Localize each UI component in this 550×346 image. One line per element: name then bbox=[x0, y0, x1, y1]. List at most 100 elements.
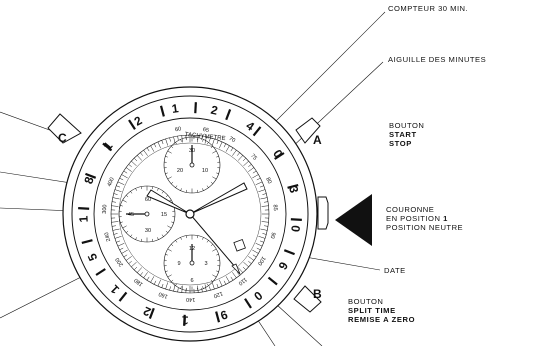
tachy-tick bbox=[125, 256, 132, 261]
bezel-marker bbox=[287, 183, 299, 189]
tachy-number: 65 bbox=[202, 127, 209, 134]
tachy-tick bbox=[212, 282, 215, 290]
subdial-tick bbox=[167, 225, 172, 229]
subdial-tick bbox=[167, 274, 172, 278]
subdial-bottom-9: 9 bbox=[177, 261, 180, 267]
subdial-left-60: 60 bbox=[145, 197, 151, 203]
subdial-tick bbox=[210, 181, 213, 184]
tachy-number: 200 bbox=[115, 256, 125, 267]
subdial-tick bbox=[171, 244, 174, 247]
tachy-tick bbox=[133, 157, 138, 162]
tachy-tick bbox=[209, 286, 211, 291]
bezel-marker bbox=[244, 298, 252, 309]
subdial-tick bbox=[171, 181, 174, 184]
tachy-tick bbox=[225, 276, 230, 283]
tachy-number: 400 bbox=[107, 177, 116, 188]
subdial-tick bbox=[157, 237, 159, 240]
tachy-tick bbox=[248, 164, 252, 167]
bezel-marker bbox=[148, 307, 155, 319]
watch-case bbox=[62, 86, 318, 342]
tachy-tick bbox=[140, 152, 143, 156]
subdial-tick bbox=[180, 188, 182, 191]
subdial-left-30: 30 bbox=[145, 228, 151, 234]
tachy-tick bbox=[237, 152, 240, 156]
subdial-tick bbox=[180, 286, 182, 289]
tachy-tick bbox=[114, 189, 122, 192]
tachy-tick bbox=[153, 143, 157, 148]
bezel-marker bbox=[78, 207, 90, 210]
bezel-marker bbox=[102, 142, 113, 152]
button-c bbox=[47, 113, 82, 144]
subdial-tick bbox=[135, 237, 137, 240]
tachy-tick bbox=[131, 261, 137, 268]
subdial-tick bbox=[140, 238, 142, 242]
tachy-tick bbox=[204, 136, 207, 144]
button-b-line1: BOUTON bbox=[348, 297, 384, 306]
subdial-tick bbox=[122, 199, 127, 203]
bezel-marker bbox=[81, 239, 93, 245]
subdial-tick bbox=[197, 235, 199, 239]
subdial-ticks bbox=[119, 137, 220, 291]
tachy-tick bbox=[150, 276, 155, 283]
tachy-tick bbox=[161, 283, 164, 288]
subdial-tick bbox=[126, 230, 129, 233]
subdial-top-10: 10 bbox=[202, 168, 208, 174]
tachy-tick bbox=[248, 167, 255, 172]
subdial-tick bbox=[210, 146, 213, 149]
subdial-tick bbox=[175, 240, 178, 243]
tachy-tick bbox=[242, 266, 247, 271]
counter-label: COMPTEUR 30 MIN. bbox=[388, 4, 469, 13]
tachy-number: 240 bbox=[104, 231, 112, 242]
center-pinion bbox=[185, 209, 195, 219]
tachy-tick bbox=[121, 174, 128, 179]
tachy-tick bbox=[123, 170, 128, 174]
bezel-marker bbox=[194, 102, 197, 114]
tachy-tick bbox=[153, 280, 157, 285]
tachy-number: 120 bbox=[213, 290, 224, 299]
subdial-tick bbox=[175, 142, 178, 145]
tachy-tick bbox=[197, 135, 199, 143]
subdial-top-20: 20 bbox=[177, 168, 183, 174]
subdial-tick bbox=[167, 150, 172, 154]
subdial-tick bbox=[135, 188, 137, 191]
subdial-tick bbox=[216, 156, 219, 158]
bezel-marker bbox=[283, 249, 295, 256]
tachy-tick bbox=[143, 272, 148, 279]
tachy-tick bbox=[157, 279, 161, 287]
tachy-tick bbox=[255, 243, 263, 247]
subdial-tick bbox=[165, 254, 168, 256]
bezel-marker bbox=[183, 314, 186, 326]
tachy-ticks bbox=[111, 135, 269, 293]
subdial-tick bbox=[197, 137, 199, 141]
subdial-tick bbox=[185, 137, 187, 141]
subdial-tick bbox=[152, 186, 154, 190]
tachy-tick bbox=[111, 221, 119, 223]
tachy-tick bbox=[256, 247, 261, 251]
tachy-tick bbox=[201, 288, 203, 293]
subdial-tick bbox=[185, 235, 187, 239]
tachy-tick bbox=[119, 247, 124, 251]
seconds-hand bbox=[189, 213, 237, 269]
bezel-numeral: 1 bbox=[76, 215, 90, 223]
subdial-bottom-3: 3 bbox=[204, 261, 207, 267]
subdial-tick bbox=[161, 191, 164, 194]
tachy-tick bbox=[258, 189, 266, 192]
tachy-tick bbox=[262, 193, 267, 195]
subdial-tick bbox=[120, 221, 123, 223]
button-b-label: BOUTON SPLIT TIME REMISE A ZERO bbox=[348, 297, 415, 324]
hour-hand bbox=[146, 189, 191, 215]
tachy-number: 140 bbox=[186, 296, 195, 302]
tachy-tick bbox=[111, 225, 116, 227]
bezel-numeral: 2 bbox=[209, 103, 219, 118]
bezel-numeral: 1 bbox=[181, 313, 189, 327]
tachy-tick bbox=[119, 177, 124, 181]
tachy-tick bbox=[225, 145, 230, 152]
tachy-tick bbox=[216, 140, 219, 145]
tachy-number: 110 bbox=[237, 276, 248, 286]
subdial-tick bbox=[202, 237, 204, 240]
tachy-tick bbox=[177, 288, 179, 293]
subdial-tick bbox=[165, 195, 168, 198]
subdial-tick bbox=[185, 287, 187, 291]
tachy-tick bbox=[121, 249, 128, 254]
subdial-tick bbox=[167, 248, 172, 252]
